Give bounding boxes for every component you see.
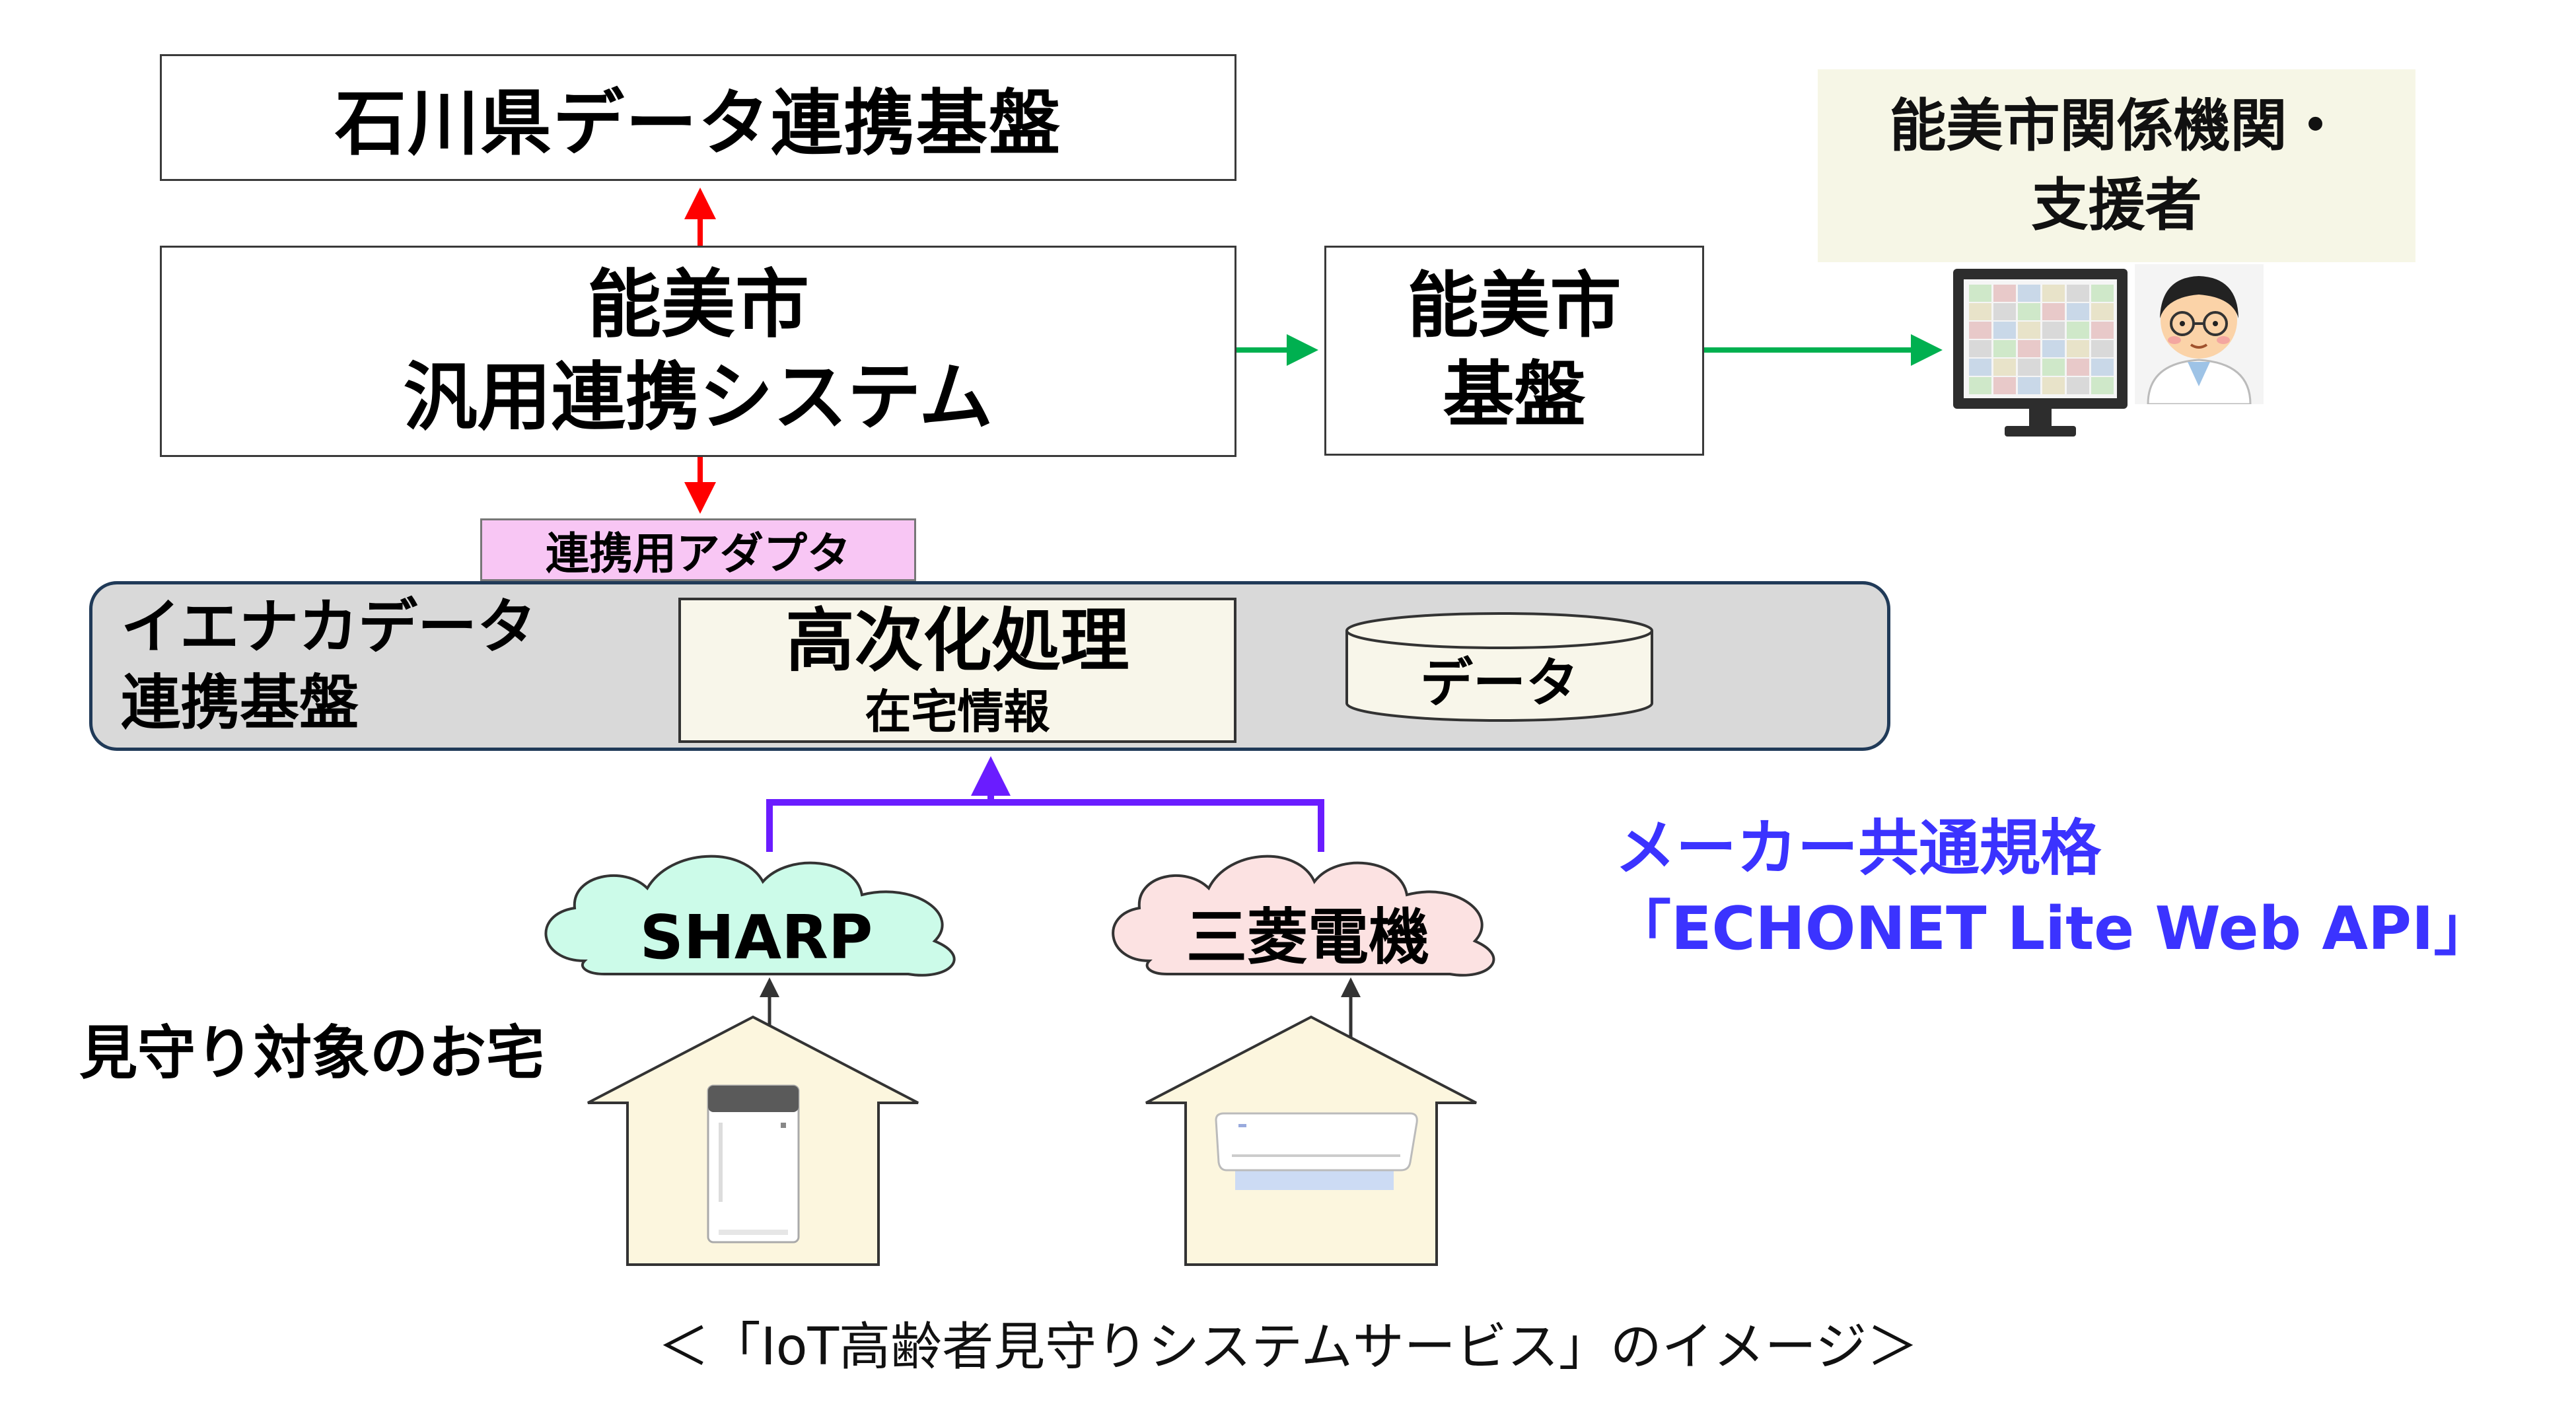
monitor-icon	[1952, 267, 2129, 440]
database-label: データ	[1420, 652, 1579, 714]
database-icon	[1344, 611, 1655, 723]
monitor-cell	[2091, 377, 2114, 394]
monitor-cell	[2067, 303, 2089, 320]
monitor-cell	[2091, 303, 2114, 320]
monitor-cell	[2067, 340, 2089, 357]
monitor-cell	[2042, 340, 2065, 357]
monitor-cell	[2018, 303, 2040, 320]
monitor-cell	[1969, 303, 1991, 320]
monitor-cell	[2018, 377, 2040, 394]
standard-line2: 「ECHONET Lite Web API」	[1612, 894, 2493, 964]
monitor-cell	[2067, 359, 2089, 376]
monitor-cell	[2018, 322, 2040, 339]
processing-title: 高次化処理	[785, 600, 1129, 681]
monitor-cell	[1969, 285, 1991, 302]
air-conditioner-icon	[1212, 1111, 1420, 1177]
monitor-cell	[1969, 340, 1991, 357]
nomi-system-line2: 汎用連携システム	[403, 355, 993, 440]
monitor-cell	[1993, 340, 2016, 357]
air-purifier-icon	[705, 1083, 801, 1245]
homes-label: 見守り対象のお宅	[79, 1019, 545, 1087]
ishikawa-platform-box: 石川県データ連携基盤	[160, 54, 1236, 181]
stakeholders-line1: 能美市関係機関・	[1889, 93, 2344, 159]
monitor-cell	[1969, 377, 1991, 394]
nomi-platform-line2: 基盤	[1443, 354, 1586, 437]
monitor-cell	[2018, 340, 2040, 357]
monitor-cell	[2042, 322, 2065, 339]
monitor-cell	[1969, 322, 1991, 339]
processing-sub: 在宅情報	[865, 684, 1050, 739]
mitsubishi-label: 三菱電機	[1186, 902, 1429, 973]
standard-line1: メーカー共通規格	[1615, 813, 2102, 884]
nomi-platform-box: 能美市 基盤	[1324, 246, 1704, 456]
processing-box: 高次化処理 在宅情報	[678, 598, 1236, 743]
stakeholders-panel: 能美市関係機関・ 支援者	[1818, 69, 2415, 262]
monitor-cell	[2042, 359, 2065, 376]
monitor-cell	[2067, 285, 2089, 302]
cloud-icon	[525, 842, 987, 984]
monitor-cell	[2067, 322, 2089, 339]
monitor-cell	[2018, 359, 2040, 376]
purple-bracket	[766, 799, 1324, 852]
ienaka-title-line2: 連携基盤	[121, 668, 359, 738]
monitor-cell	[1993, 285, 2016, 302]
nomi-system-line1: 能美市	[587, 262, 809, 348]
monitor-cell	[2042, 377, 2065, 394]
ienaka-title-line1: イエナカデータ	[121, 592, 537, 662]
cloud-icon	[1093, 842, 1522, 984]
monitor-cell	[2091, 340, 2114, 357]
monitor-cell	[2018, 285, 2040, 302]
doctor-icon	[2135, 264, 2264, 405]
adapter-text: 連携用アダプタ	[546, 528, 851, 579]
monitor-cell	[2042, 285, 2065, 302]
monitor-cell	[1993, 359, 2016, 376]
stakeholders-line2: 支援者	[2031, 172, 2202, 238]
ishikawa-platform-title: 石川県データ連携基盤	[334, 83, 1061, 165]
monitor-cell	[1993, 322, 2016, 339]
monitor-cell	[1969, 359, 1991, 376]
monitor-cell	[2091, 359, 2114, 376]
caption: ＜「IoT高齢者見守りシステムサービス」のイメージ＞	[657, 1317, 1919, 1377]
monitor-cell	[1993, 377, 2016, 394]
monitor-cell	[2042, 303, 2065, 320]
monitor-cell	[1993, 303, 2016, 320]
monitor-cell	[2091, 285, 2114, 302]
nomi-platform-line1: 能美市	[1407, 265, 1622, 347]
sharp-label: SHARP	[639, 902, 873, 973]
monitor-cell	[2067, 377, 2089, 394]
monitor-cell	[2091, 322, 2114, 339]
adapter-label: 連携用アダプタ	[480, 518, 916, 581]
nomi-system-box: 能美市 汎用連携システム	[160, 246, 1236, 457]
